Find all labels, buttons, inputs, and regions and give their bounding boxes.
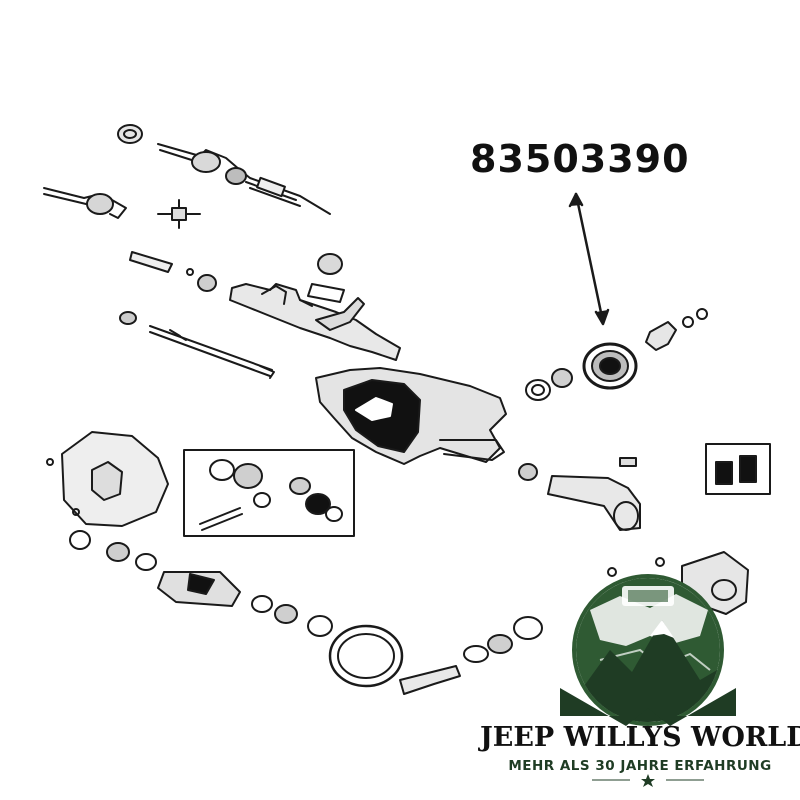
carrier-and-gears [69,530,543,695]
differential-cover [46,431,169,527]
part-number-label: 83503390 [470,137,690,181]
double-arrow-icon [568,192,610,326]
brand-title: JEEP WILLYS WORLD [480,722,800,753]
axle-tube-right [518,457,641,531]
axle-shaft-assembly-lower [43,187,127,219]
oil-seal-inset-icon [705,443,771,495]
axle-tube-with-bracket [229,253,401,361]
star-icon [641,774,655,787]
spider-gear-inset [183,449,355,537]
pin-and-bearings-row [129,251,217,292]
long-axle-shaft [119,311,275,379]
steering-knuckle-upper [645,308,708,351]
axle-shaft-assembly-upper [117,124,331,215]
right-side-bearings [525,368,573,401]
differential-housing [315,367,507,465]
jeep-mountain-logo-icon [560,574,736,726]
subtitle-decor [592,774,704,787]
brand-subtitle: MEHR ALS 30 JAHRE ERFAHRUNG [508,758,772,774]
highlighted-bearing [582,342,638,390]
u-joint-cross [157,199,201,229]
